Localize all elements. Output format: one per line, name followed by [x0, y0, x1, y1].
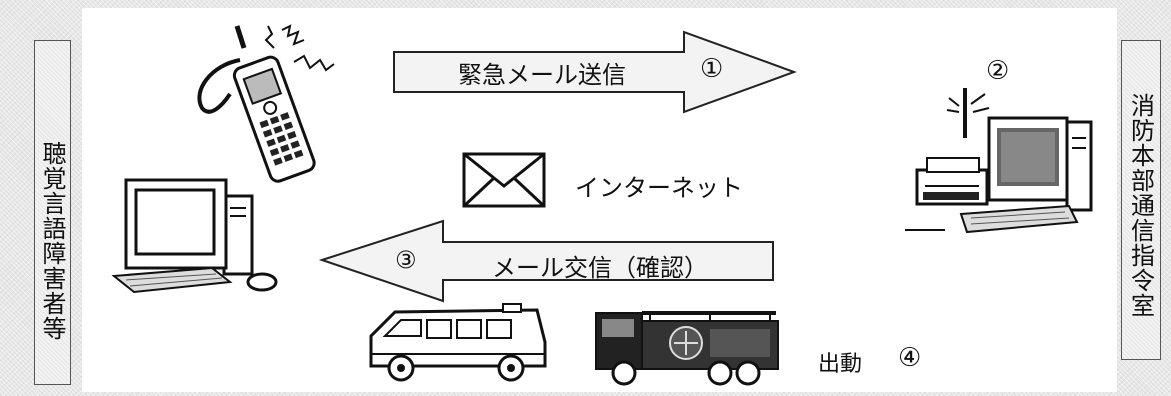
sender-label: 聴覚言語障害者等 — [38, 141, 66, 341]
send-arrow-icon — [393, 30, 797, 114]
reply-arrow-label: メール交信（確認） — [492, 254, 708, 282]
step-1: ① — [700, 54, 724, 84]
dispatch-label: 出動 — [818, 352, 863, 377]
mobile-phone-icon — [197, 24, 335, 183]
step-2: ② — [986, 56, 1010, 86]
fire-truck-icon — [595, 311, 779, 386]
desktop-pc-icon — [111, 178, 278, 294]
envelope-icon — [462, 152, 546, 208]
reply-arrow-icon — [318, 219, 774, 303]
receiver-box: 消防本部通信指令室 — [1121, 40, 1161, 360]
command-center-pc-icon — [905, 88, 1093, 234]
send-arrow-label: 緊急メール送信 — [458, 61, 626, 89]
internet-label: インターネット — [575, 174, 743, 202]
step-3: ③ — [395, 246, 417, 274]
receiver-label: 消防本部通信指令室 — [1126, 93, 1155, 318]
sender-box: 聴覚言語障害者等 — [34, 40, 71, 385]
step-4: ④ — [898, 343, 922, 373]
ambulance-icon — [369, 303, 547, 382]
